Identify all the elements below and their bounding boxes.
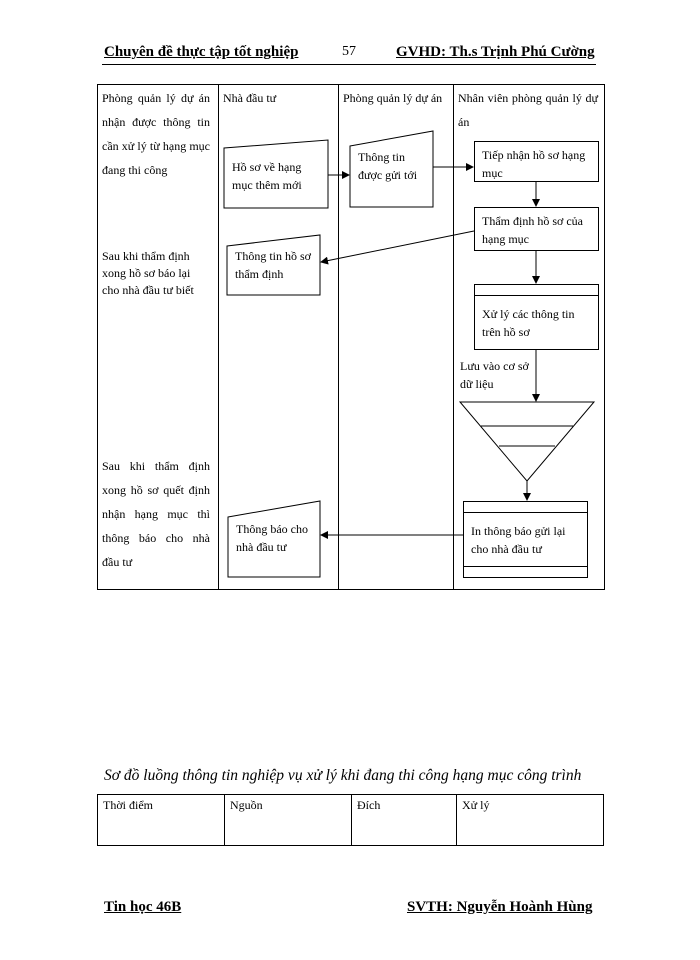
text-ho-so: Hồ sơ về hạng mục thêm mới xyxy=(232,160,302,192)
page-number: 57 xyxy=(342,44,356,59)
diagram-caption: Sơ đồ luồng thông tin nghiệp vụ xử lý kh… xyxy=(104,767,582,784)
text-thong-bao: Thông báo cho nhà đầu tư xyxy=(236,522,308,554)
arrow-4 xyxy=(320,230,475,265)
doc-ho-so xyxy=(223,139,329,209)
lane1-header: Phòng quản lý dự án nhận được thông tin … xyxy=(102,91,210,177)
proc-in-thong-bao xyxy=(463,501,588,578)
lane2-header: Nhà đầu tư xyxy=(223,91,277,105)
footer-right: SVTH: Nguyễn Hoành Hùng xyxy=(407,899,593,915)
table-header-cell: Xử lý xyxy=(456,794,604,846)
text-xu-ly: Xử lý các thông tin trên hồ sơ xyxy=(482,307,575,339)
table-header-cell: Thời điểm xyxy=(97,794,225,846)
text-tiep-nhan: Tiếp nhận hồ sơ hạng mục xyxy=(482,148,586,180)
proc-tham-dinh xyxy=(474,207,599,251)
text-thong-tin-gui: Thông tin được gửi tới xyxy=(358,150,418,182)
info-table: Thời điểm Nguồn Đích Xử lý xyxy=(97,794,604,846)
text-thong-tin-tham-dinh: Thông tin hồ sơ thẩm định xyxy=(235,249,312,281)
header-right: GVHD: Th.s Trịnh Phú Cường xyxy=(396,44,595,60)
lane3-header: Phòng quản lý dự án xyxy=(343,91,443,105)
database-funnel xyxy=(458,401,596,482)
swimlane-frame xyxy=(97,84,605,590)
footer-left: Tin học 46B xyxy=(104,899,182,915)
note-2: Sau khi thẩm định xong hồ sơ quết định n… xyxy=(102,459,210,569)
table-header-cell: Nguồn xyxy=(224,794,352,846)
text-in-thong-bao: In thông báo gửi lại cho nhà đầu tư xyxy=(471,524,566,556)
table-row: Thời điểm Nguồn Đích Xử lý xyxy=(97,794,604,846)
proc-tiep-nhan xyxy=(474,141,599,182)
header-rule xyxy=(102,64,596,65)
header-left: Chuyên đề thực tập tốt nghiệp xyxy=(104,44,299,60)
text-luu-vao: Lưu vào cơ sở dữ liệu xyxy=(460,359,529,391)
lane4-header: Nhân viên phòng quản lý dự án xyxy=(458,91,598,129)
doc-thong-tin-gui xyxy=(349,130,434,208)
doc-thong-tin-tham-dinh xyxy=(226,234,321,296)
note-1: Sau khi thẩm định xong hồ sơ báo lại cho… xyxy=(102,249,194,297)
doc-thong-bao xyxy=(227,500,321,578)
table-header-cell: Đích xyxy=(351,794,457,846)
text-tham-dinh: Thẩm định hồ sơ của hạng mục xyxy=(482,214,583,246)
